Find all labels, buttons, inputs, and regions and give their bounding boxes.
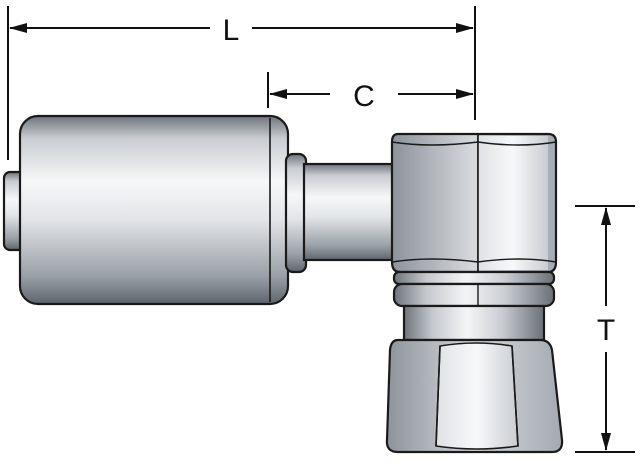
- elbow-hex-body: [390, 132, 558, 274]
- thread-label: T: [597, 314, 615, 347]
- hose-fitting: [2, 114, 564, 454]
- washer-lower: [392, 282, 556, 308]
- swivel-hex-nut: [385, 338, 564, 454]
- swivel-neck: [402, 304, 546, 342]
- center-label: C: [353, 80, 375, 113]
- stem-tube: [302, 162, 406, 262]
- dimension-lines: [7, 6, 635, 453]
- ferrule: [18, 114, 290, 306]
- length-label: L: [223, 14, 240, 47]
- washer-upper: [392, 270, 556, 286]
